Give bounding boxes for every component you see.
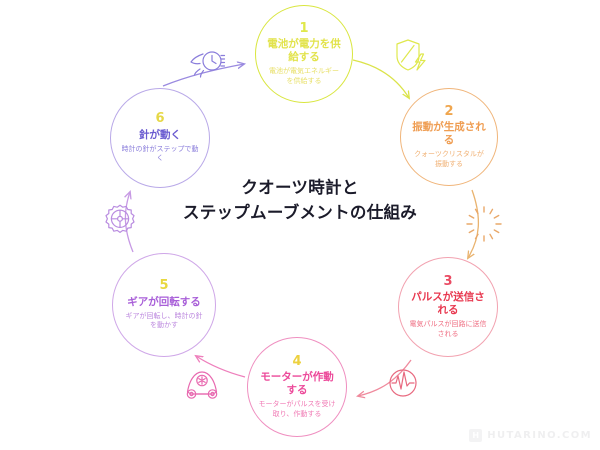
arrow-5-to-6	[125, 192, 134, 253]
step-number: 2	[444, 103, 454, 119]
step-title: パルスが送信される	[411, 291, 485, 317]
step-node-3[interactable]: 3 パルスが送信される 電気パルスが回路に送信される	[398, 257, 498, 357]
pulse-wave-icon	[384, 364, 422, 402]
vibration-burst-icon	[465, 205, 503, 243]
step-subtitle: モーターがパルスを受け取り、作動する	[258, 400, 336, 418]
step-title: 振動が生成される	[412, 121, 486, 147]
step-node-5[interactable]: 5 ギアが回転する ギアが回転し、時計の針を動かす	[112, 253, 216, 357]
watermark-text: HUTARINO.COM	[487, 430, 592, 441]
step-number: 4	[292, 353, 302, 369]
step-number: 6	[155, 111, 165, 127]
step-title: 針が動く	[139, 128, 181, 141]
step-subtitle: 時計の針がステップで動く	[121, 144, 199, 163]
watermark: H HUTARINO.COM	[469, 429, 592, 442]
step-number: 3	[443, 273, 453, 289]
diagram-title-line2: ステップムーブメントの仕組み	[182, 202, 418, 222]
gear-icon	[101, 202, 139, 240]
arrow-1-to-2	[352, 59, 409, 98]
step-title: ギアが回転する	[127, 295, 201, 308]
watermark-logo: H	[469, 429, 483, 442]
arrow-4-to-5	[196, 356, 246, 378]
step-node-6[interactable]: 6 針が動く 時計の針がステップで動く	[110, 88, 210, 188]
step-node-1[interactable]: 1 電池が電力を供給する 電池が電気エネルギーを供給する	[255, 5, 353, 103]
diagram-title: クオーツ時計と ステップムーブメントの仕組み	[150, 176, 450, 226]
diagram-title-line1: クオーツ時計と	[241, 178, 359, 197]
step-node-2[interactable]: 2 振動が生成される クォーツクリスタルが振動する	[400, 88, 498, 186]
step-title: モーターが作動する	[260, 371, 334, 397]
step-subtitle: ギアが回転し、時計の針を動かす	[125, 311, 203, 330]
step-number: 5	[159, 278, 169, 294]
arrow-3-to-4	[358, 359, 412, 396]
step-title: 電池が電力を供給する	[267, 38, 341, 64]
motor-icon	[182, 367, 222, 405]
step-subtitle: クォーツクリスタルが振動する	[414, 150, 484, 168]
step-number: 1	[299, 20, 309, 36]
step-node-4[interactable]: 4 モーターが作動する モーターがパルスを受け取り、作動する	[247, 337, 347, 437]
step-subtitle: 電気パルスが回路に送信される	[409, 320, 487, 338]
step-subtitle: 電池が電気エネルギーを供給する	[269, 67, 339, 85]
arrow-2-to-3	[468, 189, 480, 258]
shield-bolt-icon	[390, 34, 434, 78]
hand-watch-icon	[186, 42, 232, 82]
